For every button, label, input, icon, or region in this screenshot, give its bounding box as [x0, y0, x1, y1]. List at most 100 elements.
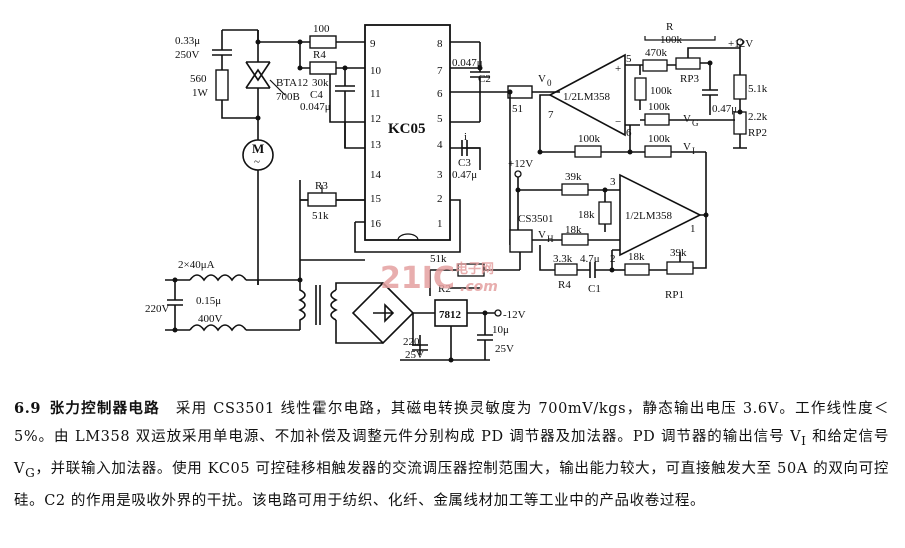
svg-text:2×40μA: 2×40μA [178, 259, 215, 271]
svg-text:18k: 18k [565, 224, 582, 236]
svg-text:CS3501: CS3501 [518, 213, 553, 225]
svg-text:R4: R4 [313, 49, 326, 61]
svg-text:1W: 1W [192, 87, 209, 99]
svg-text:15: 15 [370, 193, 382, 205]
svg-text:25V: 25V [495, 343, 514, 355]
svg-text:RP2: RP2 [748, 127, 767, 139]
svg-text:M: M [252, 141, 264, 156]
svg-text:10: 10 [370, 65, 382, 77]
svg-text:.com: .com [460, 279, 498, 295]
svg-text:2.2k: 2.2k [748, 111, 768, 123]
resistor-r4-30k [309, 61, 337, 75]
svg-text:18k: 18k [578, 209, 595, 221]
resistor-5.1k [733, 74, 747, 100]
hall-sensor-cs3501 [509, 229, 533, 253]
svg-text:51k: 51k [430, 253, 447, 265]
resistor-18k-b [561, 233, 589, 246]
svg-text:39k: 39k [670, 247, 687, 259]
svg-text:5: 5 [437, 113, 443, 125]
svg-text:BTA12: BTA12 [276, 77, 308, 89]
svg-text:R2: R2 [438, 283, 451, 295]
svg-text:−: − [615, 116, 621, 128]
svg-text:i: i [464, 131, 467, 143]
caption-number: 6.9 [14, 400, 42, 417]
svg-text:6: 6 [437, 88, 443, 100]
svg-text:RP3: RP3 [680, 73, 699, 85]
svg-text:4: 4 [437, 139, 443, 151]
bridge-rectifier [335, 281, 415, 345]
kc05-chip: KC05 9 10 11 12 13 14 15 16 8 7 6 5 4 3 … [364, 24, 451, 241]
svg-text:电子网: 电子网 [455, 261, 494, 277]
svg-text:+12V: +12V [728, 38, 753, 50]
opamp-adder: 1/2LM358 7 5 6 + − [548, 53, 632, 139]
svg-text:13: 13 [370, 139, 382, 151]
svg-text:100k: 100k [648, 101, 671, 113]
svg-text:3.3k: 3.3k [553, 253, 573, 265]
svg-text:3: 3 [610, 176, 616, 188]
svg-text:C1: C1 [588, 283, 601, 295]
svg-text:18k: 18k [628, 251, 645, 263]
svg-text:25V: 25V [405, 349, 424, 361]
resistor-18k-a [598, 201, 612, 225]
svg-text:-12V: -12V [503, 309, 526, 321]
svg-text:100k: 100k [648, 133, 671, 145]
svg-text:0.15μ: 0.15μ [196, 295, 221, 307]
resistor-51k-bottom [457, 263, 485, 277]
svg-text:G: G [692, 118, 699, 128]
svg-text:400V: 400V [198, 313, 223, 325]
svg-text:16: 16 [370, 218, 382, 230]
svg-text:0.47μ: 0.47μ [712, 103, 737, 115]
svg-text:11: 11 [370, 88, 381, 100]
svg-text:0: 0 [547, 78, 552, 88]
kc05-label: KC05 [388, 121, 426, 137]
resistor-560 [215, 69, 229, 101]
resistor-100k-a [634, 77, 647, 101]
svg-text:I: I [692, 146, 695, 156]
svg-text:12: 12 [370, 113, 381, 125]
svg-text:+12V: +12V [508, 158, 533, 170]
svg-text:0.33μ: 0.33μ [175, 35, 200, 47]
svg-text:220: 220 [403, 336, 420, 348]
svg-text:7812: 7812 [439, 309, 462, 321]
svg-text:0.47μ: 0.47μ [452, 169, 477, 181]
svg-text:C4: C4 [310, 89, 323, 101]
svg-text:100: 100 [313, 23, 330, 35]
svg-text:R: R [666, 21, 674, 33]
svg-text:470k: 470k [645, 47, 668, 59]
svg-text:5.1k: 5.1k [748, 83, 768, 95]
svg-text:10μ: 10μ [492, 324, 509, 336]
svg-text:9: 9 [370, 38, 376, 50]
potentiometer-rp3 [675, 57, 701, 70]
svg-text:R4: R4 [558, 279, 571, 291]
svg-text:100k: 100k [650, 85, 673, 97]
resistor-470k [642, 59, 668, 72]
resistor-100 [309, 35, 337, 49]
svg-text:8: 8 [437, 38, 443, 50]
svg-text:V: V [538, 73, 546, 85]
resistor-18k-c [624, 263, 650, 276]
triac-bta12 [245, 30, 286, 118]
svg-text:1: 1 [437, 218, 443, 230]
resistor-39k-a [561, 183, 589, 196]
svg-text:14: 14 [370, 169, 382, 181]
svg-text:V: V [538, 229, 546, 241]
watermark: 21IC 电子网 .com [380, 261, 498, 296]
svg-text:560: 560 [190, 73, 207, 85]
svg-text:30k: 30k [312, 77, 329, 89]
svg-text:~: ~ [254, 156, 260, 168]
svg-text:0.047μ: 0.047μ [452, 57, 483, 69]
svg-text:H: H [547, 234, 554, 244]
svg-text:V: V [683, 113, 691, 125]
resistor-r4-3.3k [554, 263, 578, 276]
svg-text:+: + [615, 63, 621, 75]
svg-text:1/2LM358: 1/2LM358 [625, 210, 673, 222]
svg-text:4.7μ: 4.7μ [580, 253, 600, 265]
svg-text:0.047μ: 0.047μ [300, 101, 331, 113]
svg-text:21IC: 21IC [380, 261, 455, 296]
svg-text:3: 3 [437, 169, 443, 181]
svg-text:700B: 700B [276, 91, 300, 103]
svg-text:220V: 220V [145, 303, 170, 315]
svg-text:7: 7 [437, 65, 443, 77]
svg-text:100k: 100k [578, 133, 601, 145]
